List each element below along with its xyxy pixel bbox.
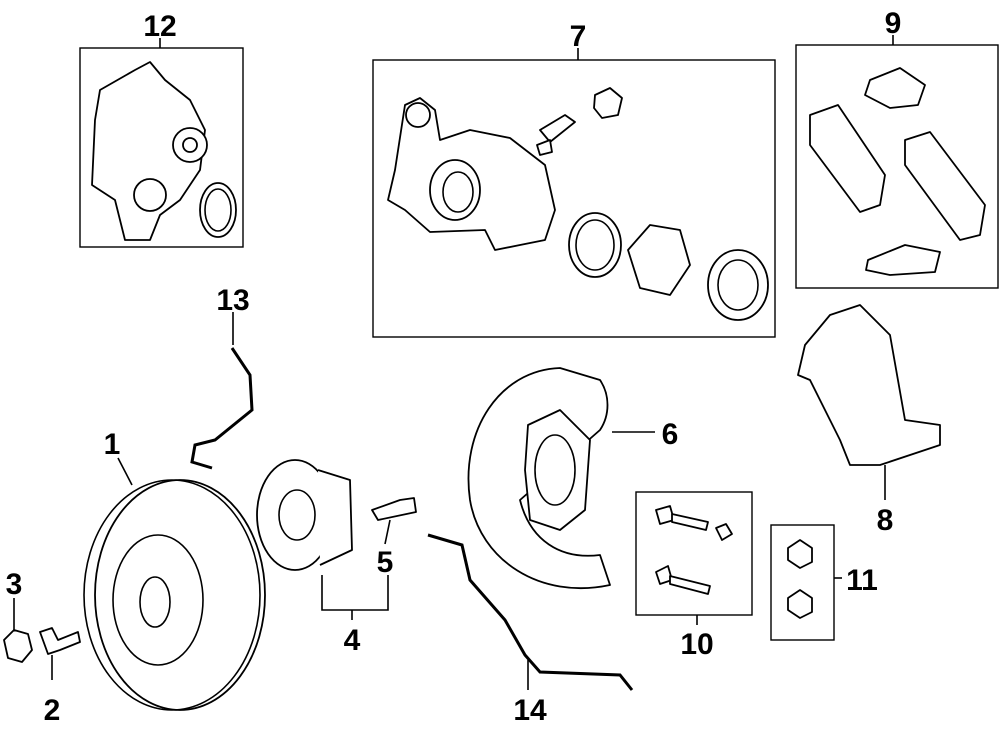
leader-lines [13,35,894,690]
callout-12: 12 [143,10,176,43]
part-9-brake-pads[interactable] [809,67,986,276]
callout-3: 3 [6,568,23,601]
callout-5: 5 [377,546,394,579]
box-part-7 [372,59,776,338]
part-5-wheel-stud[interactable] [371,497,417,521]
callout-1: 1 [104,428,121,461]
part-14-speed-sensor[interactable] [427,533,634,691]
callout-4: 4 [344,624,361,657]
callout-10: 10 [680,628,713,661]
callout-2: 2 [44,694,61,727]
callout-11: 11 [846,564,878,597]
callout-9: 9 [885,7,902,40]
part-11-nuts[interactable] [787,539,813,619]
callout-6: 6 [662,418,679,451]
callout-13: 13 [216,284,249,317]
part-2-bolt[interactable] [39,627,81,655]
callout-7: 7 [570,20,587,53]
part-4-hub[interactable] [256,459,353,571]
callout-14: 14 [513,694,547,727]
part-10-bolts[interactable] [655,505,733,595]
box-part-11 [770,524,835,641]
part-7-caliper[interactable] [387,87,769,321]
part-1-rotor[interactable] [83,479,266,711]
box-part-10 [635,491,753,616]
part-3-nut[interactable] [3,629,33,663]
part-12-actuator[interactable] [91,61,237,241]
box-part-12 [79,47,244,248]
part-8-bracket[interactable] [797,304,941,466]
box-part-9 [795,44,999,289]
part-6-dust-shield[interactable] [467,367,611,590]
callout-8: 8 [877,504,894,537]
part-13-brake-hose[interactable] [190,347,254,470]
